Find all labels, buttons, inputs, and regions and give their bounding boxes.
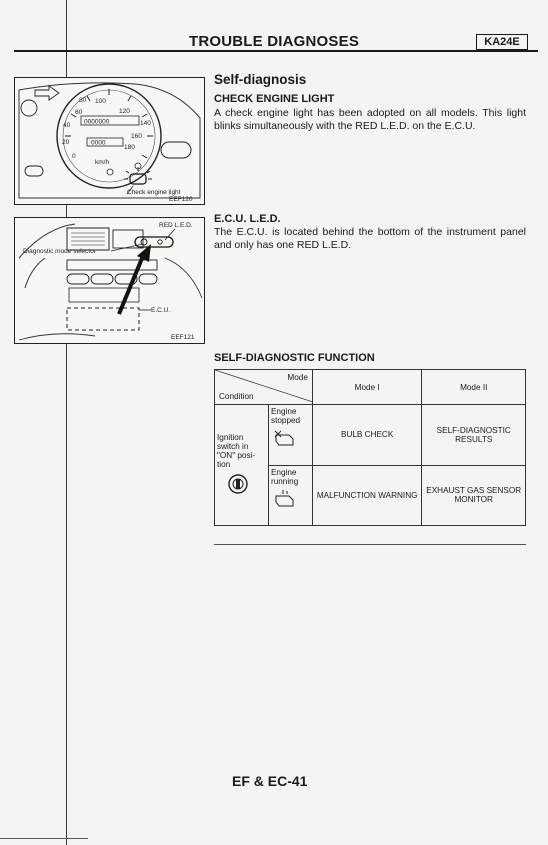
- model-badge: KA24E: [476, 34, 528, 50]
- speed-label-180: 180: [124, 144, 135, 151]
- mode-selector-label: Diagnostic mode selector: [23, 248, 97, 255]
- bulb-check-cell: BULB CHECK: [311, 404, 423, 466]
- table-title: SELF-DIAGNOSTIC FUNCTION: [214, 352, 375, 364]
- speed-label-40: 40: [63, 122, 71, 129]
- table-row: Ignition switch in "ON" posi- tion Engin…: [214, 404, 526, 526]
- speed-label-20: 20: [62, 139, 70, 146]
- table-corner-cell: Mode Condition: [214, 369, 313, 405]
- speed-label-0: 0: [72, 153, 76, 160]
- arrow-icon: [137, 244, 151, 262]
- page-number: EF & EC-41: [232, 773, 308, 789]
- engine-stopped-label: Engine stopped: [270, 407, 301, 425]
- ecu-box: [66, 307, 140, 331]
- speed-label-60: 60: [75, 109, 83, 116]
- exhaust-gas-sensor-monitor-cell: EXHAUST GAS SENSOR MONITOR: [421, 464, 526, 526]
- speed-label-80: 80: [79, 97, 87, 104]
- check-engine-callout: Check engine light: [127, 189, 181, 196]
- speed-label-140: 140: [140, 120, 151, 127]
- page-title: TROUBLE DIAGNOSES: [188, 33, 360, 50]
- self-diagnostic-function-table: Mode Condition Mode I Mode II Ignition s…: [214, 369, 526, 526]
- header-mode-2: Mode II: [421, 369, 526, 405]
- subtitle-check-engine-light: CHECK ENGINE LIGHT: [214, 93, 335, 105]
- figure1-code: EEF120: [169, 196, 193, 203]
- header-rule: [14, 50, 538, 52]
- turn-signal-icon: [34, 85, 60, 101]
- self-diagnostic-results-cell: SELF-DIAGNOSTIC RESULTS: [421, 404, 526, 466]
- red-led-label: RED L.E.D.: [159, 222, 193, 229]
- lamp-icon: [24, 165, 44, 177]
- section-title-ecu-led: E.C.U. L.E.D.: [214, 213, 281, 225]
- header-condition: Condition: [219, 392, 254, 401]
- paragraph-ecu-led: The E.C.U. is located behind the bottom …: [214, 226, 526, 251]
- condition-text: Ignition switch in "ON" posi- tion: [217, 433, 256, 469]
- header-mode-1: Mode I: [311, 369, 423, 405]
- ecu-led-indicator: [134, 236, 174, 248]
- table-header-row: Mode Condition Mode I Mode II: [214, 369, 526, 405]
- engine-running-icon: [275, 489, 294, 506]
- table-row: Engine running MALFUNCTION WARNING EXHAU…: [215, 464, 526, 526]
- figure-ecu-location: RED L.E.D. Diagnostic mode selector E.C.…: [14, 217, 205, 344]
- ignition-key-icon: [228, 474, 248, 494]
- speed-label-160: 160: [131, 133, 142, 140]
- condition-cell: Ignition switch in "ON" posi- tion: [214, 404, 269, 526]
- odometer-readout: 0000000: [84, 119, 110, 126]
- engine-stopped-cell: Engine stopped: [267, 404, 313, 466]
- figure-instrument-cluster: 0000000 0000 60 80 100 120 140 160 180 4…: [14, 77, 205, 205]
- ecu-label: E.C.U.: [151, 307, 170, 314]
- engine-running-cell: Engine running: [267, 464, 313, 526]
- trip-readout: 0000: [91, 140, 106, 147]
- ecu-location-drawing: RED L.E.D. Diagnostic mode selector E.C.…: [18, 222, 203, 341]
- section-end-rule: [214, 544, 526, 545]
- instrument-cluster-drawing: 0000000 0000 60 80 100 120 140 160 180 4…: [18, 82, 201, 203]
- speed-unit: km/h: [95, 159, 109, 166]
- check-engine-light-icon: [124, 167, 152, 185]
- section-title-self-diagnosis: Self-diagnosis: [214, 72, 307, 87]
- engine-running-label: Engine running: [270, 467, 299, 486]
- header-mode: Mode: [287, 373, 308, 382]
- binding-line: [66, 0, 67, 845]
- malfunction-warning-cell: MALFUNCTION WARNING: [311, 464, 423, 526]
- figure2-code: EEF121: [171, 334, 195, 341]
- footer-line: [0, 838, 88, 839]
- paragraph-check-engine-light: A check engine light has been adopted on…: [214, 107, 526, 132]
- engine-stopped-icon: [274, 430, 294, 446]
- speed-label-120: 120: [119, 108, 130, 115]
- corner-diagonal: [215, 370, 313, 402]
- speed-label-100: 100: [95, 98, 106, 105]
